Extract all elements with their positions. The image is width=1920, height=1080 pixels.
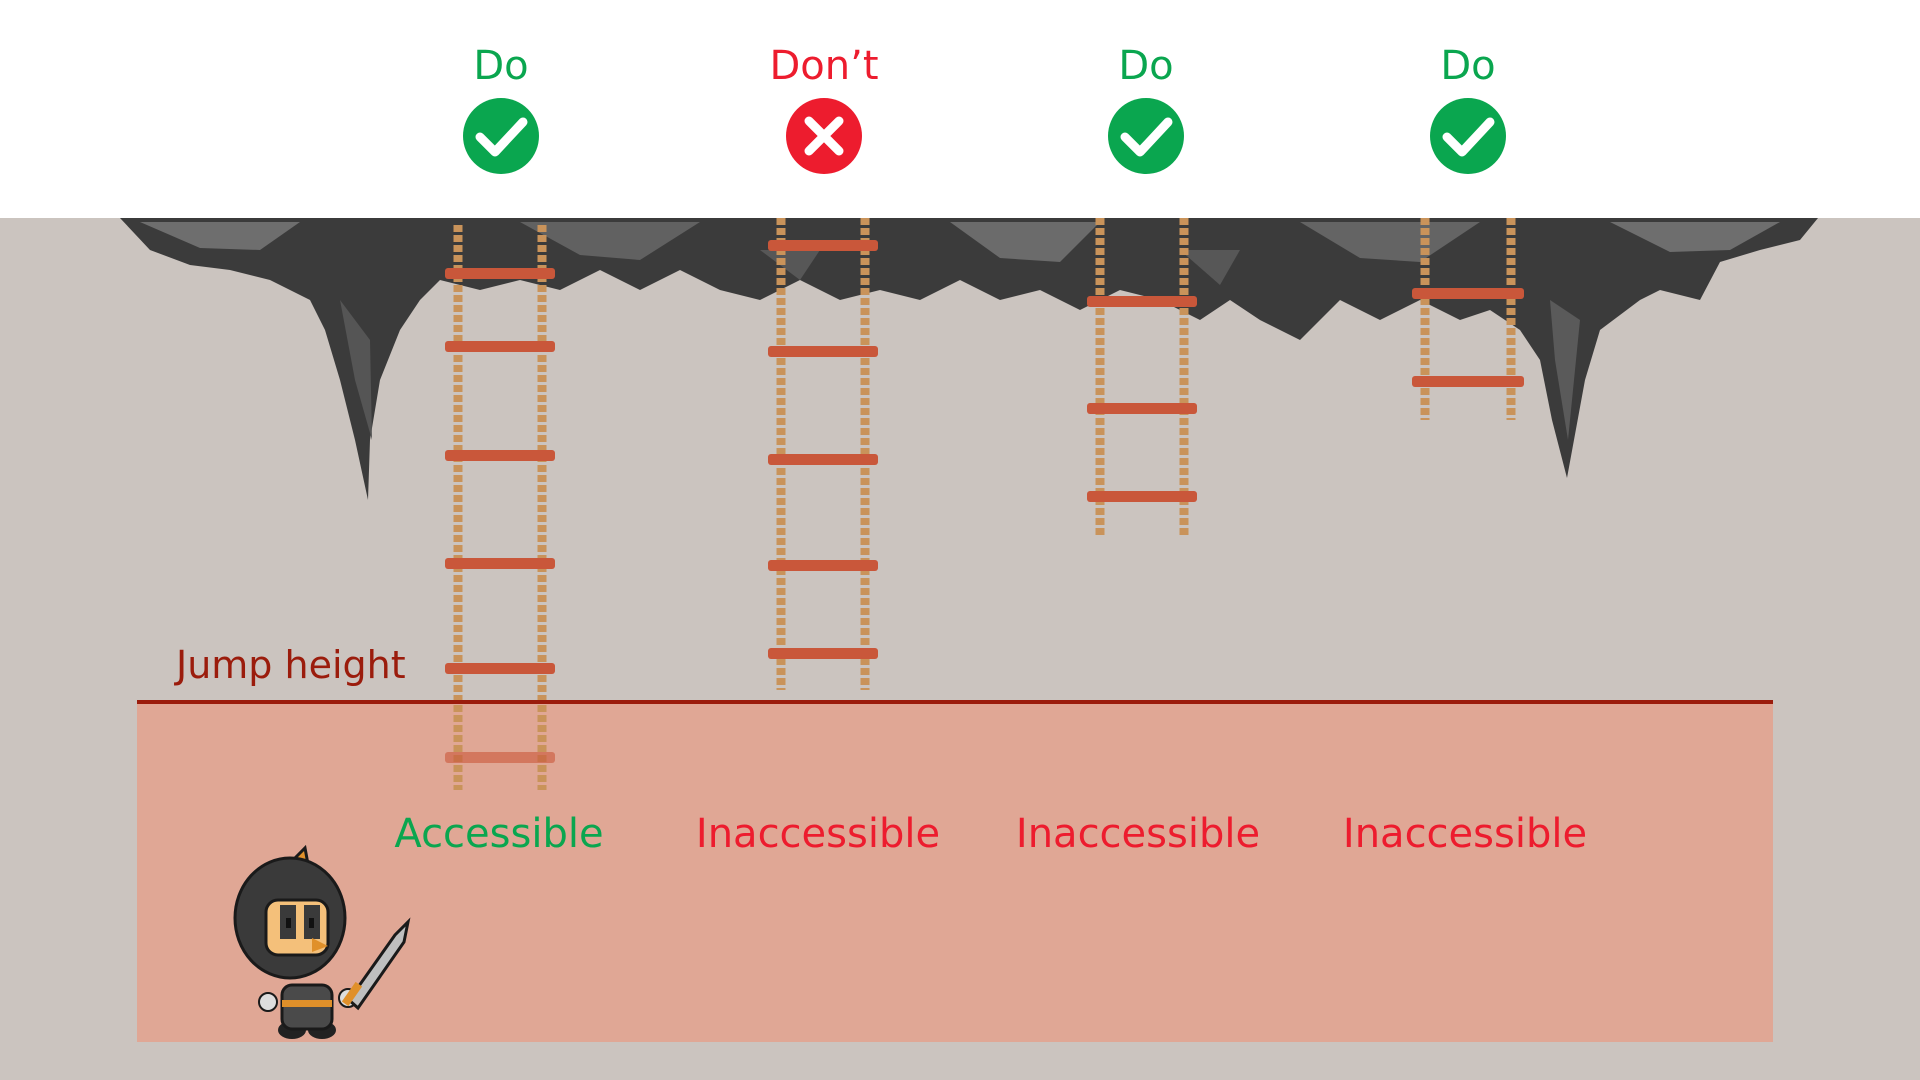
cross-circle-icon	[786, 98, 862, 174]
accessibility-label: Inaccessible	[1342, 811, 1588, 857]
verdict-label: Don’t	[769, 43, 879, 89]
accessibility-label: Inaccessible	[1015, 811, 1261, 857]
jump-zone	[137, 702, 1773, 1042]
rope-ladder	[1087, 218, 1197, 535]
verdict-label: Do	[1118, 43, 1174, 89]
verdict-label: Do	[473, 43, 529, 89]
rope-ladder	[768, 218, 878, 690]
jump-height-label: Jump height	[176, 643, 406, 687]
checkmark-circle-icon	[463, 98, 539, 174]
accessibility-label: Inaccessible	[695, 811, 941, 857]
checkmark-circle-icon	[1108, 98, 1184, 174]
rope-ladder	[445, 225, 555, 790]
knight-character-icon	[233, 844, 411, 1039]
rope-ladder	[1412, 218, 1524, 420]
checkmark-circle-icon	[1430, 98, 1506, 174]
cave-ceiling	[120, 218, 1818, 500]
accessibility-label: Accessible	[394, 811, 604, 857]
verdict-label: Do	[1440, 43, 1496, 89]
